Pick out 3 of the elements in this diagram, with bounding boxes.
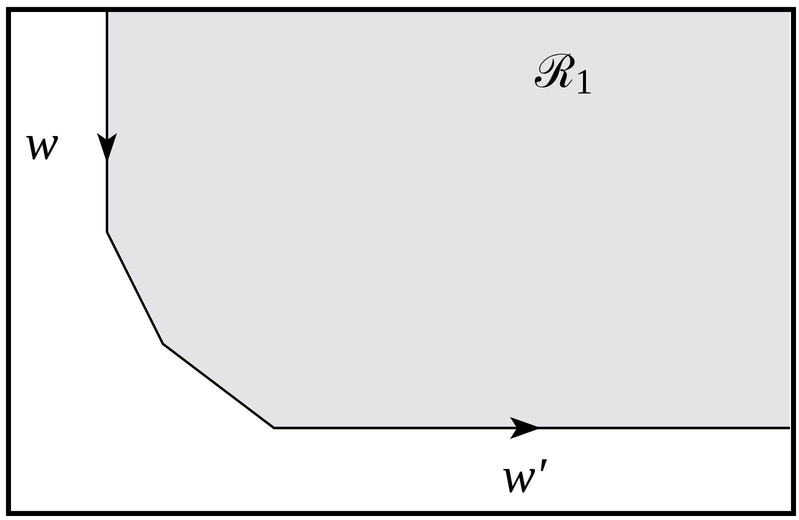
path-label: w′ [502,450,546,500]
region-label: ℛ$_{1}$ [535,48,593,94]
path-label: w [25,117,58,167]
